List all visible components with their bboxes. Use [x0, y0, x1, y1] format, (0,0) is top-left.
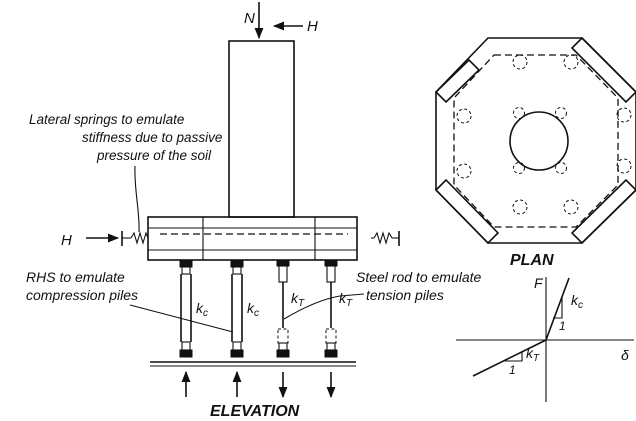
load-n-label: N [244, 10, 255, 27]
plan-cap-outline [435, 37, 636, 244]
graph-kc-label: kc [571, 292, 583, 311]
pile-kc-label-2: kc [247, 300, 259, 319]
load-h-side-label: H [61, 232, 72, 249]
force-displacement-graph: F δ kc 1 kT 1 [456, 275, 634, 402]
elevation-caption: ELEVATION [210, 403, 300, 420]
plan-column [509, 111, 569, 171]
plan-caption: PLAN [510, 252, 554, 269]
plan-corner-block [434, 178, 500, 245]
plan-view: PLAN [434, 36, 636, 269]
pile-kt-label-2: kT [339, 290, 353, 309]
graph-slope-unit-c: 1 [559, 319, 566, 333]
plan-corner-block [570, 36, 636, 104]
tension-pile-2 [324, 259, 338, 358]
rhs-note: RHS to emulate compression piles [26, 269, 138, 303]
graph-y-axis-label: F [534, 275, 544, 291]
plan-pile-positions [456, 54, 632, 215]
column [228, 40, 295, 218]
lateral-springs-note: Lateral springs to emulate stiffness due… [29, 112, 226, 163]
plan-inner-dashed [453, 54, 619, 228]
graph-response-curve [472, 277, 570, 377]
tension-pile-1 [276, 259, 290, 358]
right-lateral-spring [371, 231, 400, 246]
compression-pile-2 [230, 259, 244, 358]
compression-pile-1 [179, 259, 193, 358]
plan-corner-block [570, 178, 636, 245]
reaction-arrows [181, 370, 336, 399]
elevation-view: N H H Lateral springs to [26, 2, 485, 420]
graph-slope-unit-t: 1 [509, 363, 516, 377]
pile-kc-label-1: kc [196, 300, 208, 319]
pile-cap [147, 216, 358, 261]
load-h-top-label: H [307, 18, 318, 35]
pile-kt-label-1: kT [291, 290, 305, 309]
steel-rod-note: Steel rod to emulate tension piles [356, 269, 485, 303]
plan-corner-block [434, 58, 481, 104]
graph-kt-label: kT [526, 345, 540, 364]
left-lateral-spring [121, 231, 149, 246]
graph-x-axis-label: δ [621, 347, 629, 363]
